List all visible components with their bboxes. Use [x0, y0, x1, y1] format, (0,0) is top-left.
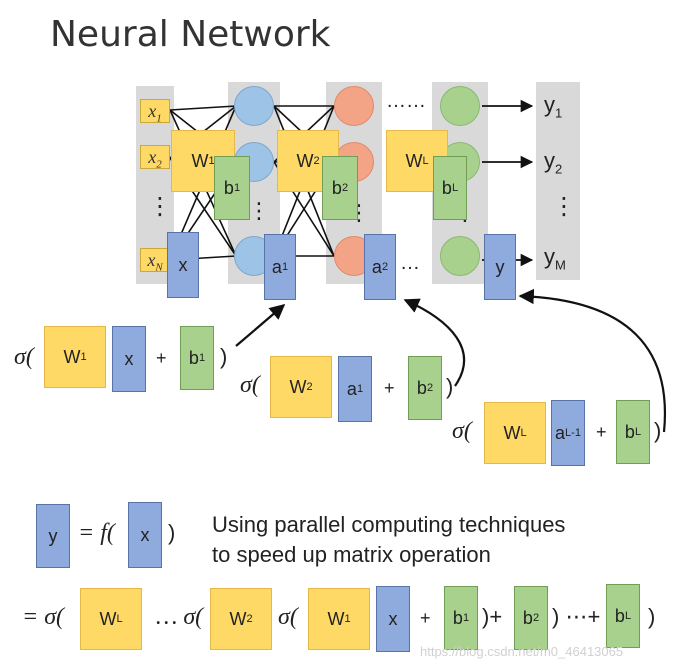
- bottom-close-plus: )+: [482, 604, 503, 629]
- bottom-close: ): [648, 604, 656, 629]
- func-y-box: y: [36, 504, 70, 568]
- input-x2: x2: [140, 145, 170, 171]
- layer1-neuron: [234, 86, 274, 126]
- output-y1: y1: [544, 92, 563, 121]
- watermark: https://blog.csdn.net/m0_46413065: [420, 644, 624, 659]
- eq2-sigma: σ(: [240, 372, 260, 398]
- eq2-close: ): [446, 374, 454, 399]
- bottom-sigma3: σ(: [278, 604, 298, 630]
- output-vector-y-box: y: [484, 234, 516, 300]
- input-x1: x1: [140, 99, 170, 125]
- note-line-2: to speed up matrix operation: [212, 542, 491, 567]
- note-line-1: Using parallel computing techniques: [212, 512, 566, 537]
- eq1-sigma: σ(: [14, 344, 34, 370]
- bottom-x-box: x: [376, 586, 410, 652]
- bottom-close-dots-plus: ) ⋯+: [552, 604, 601, 629]
- func-close: ): [168, 520, 176, 545]
- eq2-plus: +: [384, 378, 395, 398]
- a2-dots: …: [400, 252, 420, 274]
- func-eq: = f(: [78, 520, 115, 546]
- bottom-dots-sigma: … σ(: [156, 604, 204, 630]
- eq3-plus: +: [596, 422, 607, 442]
- eq3-sigma: σ(: [452, 418, 472, 444]
- equation-arrows: [235, 288, 666, 433]
- bottom-eq-sigma: = σ(: [22, 604, 65, 630]
- func-x-box: x: [128, 502, 162, 568]
- arrow-eq3-to-y: [518, 288, 666, 433]
- output-y2: y2: [544, 148, 563, 177]
- bottom-plus1: +: [420, 608, 431, 628]
- eq1-plus: +: [156, 348, 167, 368]
- layer-hdots: ……: [386, 90, 426, 112]
- arrow-eq2-to-a2: [403, 298, 466, 387]
- layerL-neuron: [440, 86, 480, 126]
- input-vector-x-box: x: [167, 232, 199, 298]
- output-yM: yM: [544, 244, 566, 273]
- layerL-neuron: [440, 236, 480, 276]
- output-vdots: ⋮: [552, 193, 576, 220]
- input-vdots: ⋮: [148, 193, 172, 220]
- layer2-neuron: [334, 86, 374, 126]
- arrow-eq1-to-a1: [235, 303, 286, 347]
- input-xN: xN: [140, 248, 170, 274]
- eq1-vector-box: x: [112, 326, 146, 392]
- eq1-close: ): [220, 344, 228, 369]
- layer1-vdots: ⋮: [248, 198, 270, 223]
- parallel-note: Using parallel computing techniques to s…: [212, 510, 565, 570]
- output-column: [536, 82, 580, 280]
- page-title: Neural Network: [50, 14, 331, 55]
- eq3-close: ): [654, 418, 662, 443]
